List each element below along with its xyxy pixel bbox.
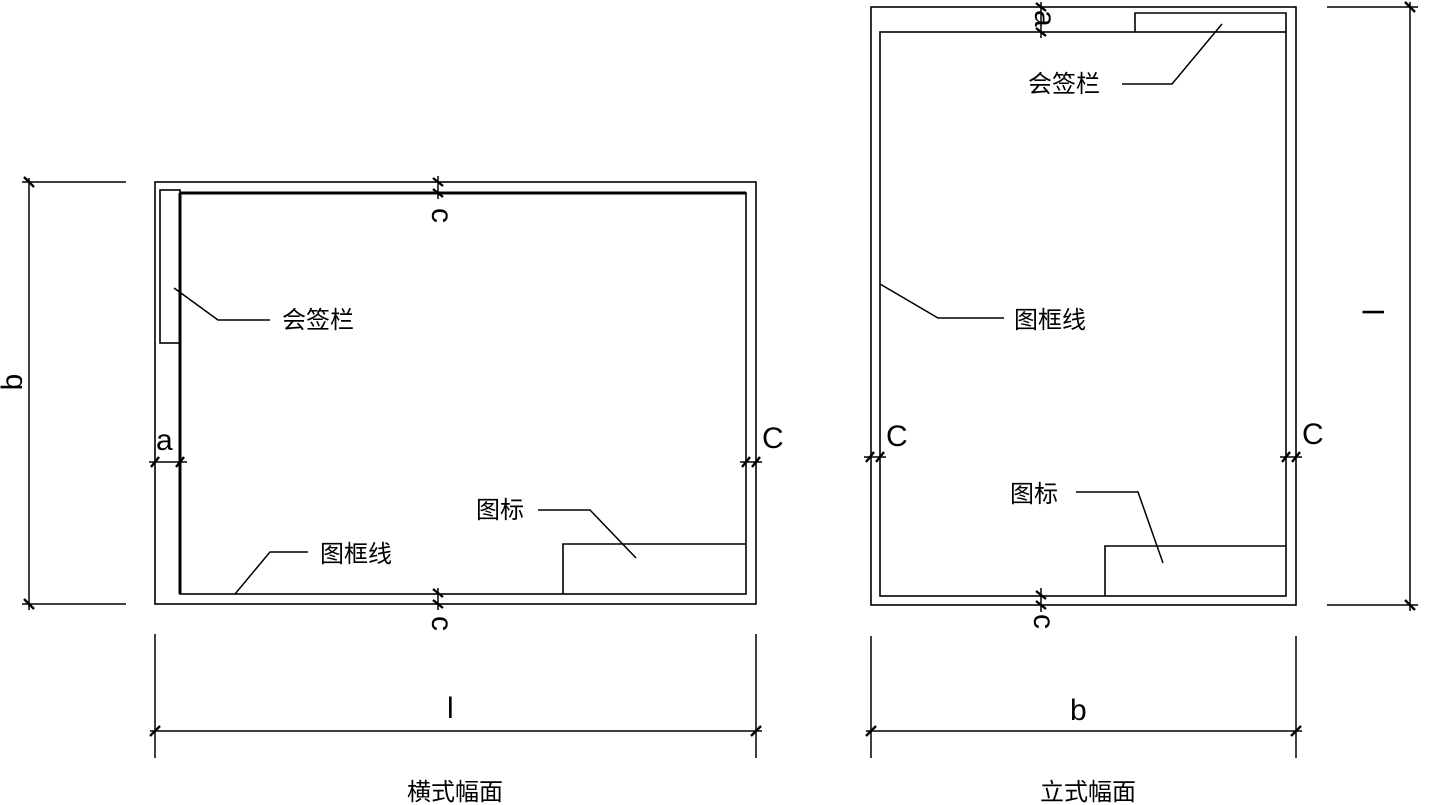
portrait-frame-line-label: 图框线 [1014, 306, 1086, 334]
landscape-title-leader [538, 509, 637, 559]
landscape-width-label: l [447, 692, 454, 725]
portrait-height-label: l [1358, 309, 1391, 316]
landscape-a-tick1 [150, 456, 160, 468]
portrait-a-tick1 [1035, 2, 1047, 12]
landscape-caption: 横式幅面 [407, 778, 503, 805]
landscape-width-tick-left [149, 725, 161, 737]
landscape-frame-leader [234, 551, 308, 595]
landscape-sign-block-label: 会签栏 [282, 306, 354, 334]
portrait-frame-line [879, 31, 1287, 597]
landscape-c-right-tick2 [751, 456, 761, 468]
landscape-paper-edge [154, 181, 757, 605]
portrait-title-block-label: 图标 [1010, 480, 1058, 508]
portrait-title-block [1104, 545, 1286, 596]
landscape-sign-block [159, 189, 181, 344]
landscape-c-top-label: c [425, 208, 458, 223]
portrait-width-tick-left [865, 725, 877, 737]
portrait-c-bottom-label: c [1027, 614, 1060, 629]
landscape-frame-line [179, 192, 747, 595]
portrait-caption: 立式幅面 [1040, 778, 1136, 805]
portrait-format: 会签栏 图框线 图标 a C C c l [864, 1, 1418, 805]
portrait-height-tick-bottom [1404, 599, 1416, 611]
portrait-sign-leader [1122, 23, 1223, 85]
portrait-c-right-label: C [1302, 418, 1324, 451]
landscape-title-block [562, 543, 746, 594]
portrait-c-left-tick1 [865, 451, 875, 463]
portrait-c-right-tick1 [1281, 451, 1291, 463]
landscape-c-bottom-label: c [425, 616, 458, 631]
landscape-a-label: a [156, 424, 173, 457]
portrait-c-bottom-tick2 [1035, 600, 1047, 610]
portrait-width-label: b [1070, 694, 1087, 727]
landscape-height-label: b [0, 374, 29, 391]
portrait-c-right-tick2 [1291, 451, 1301, 463]
portrait-frame-leader [879, 283, 1004, 319]
landscape-height-tick-top [23, 176, 35, 188]
landscape-frame-line-label: 图框线 [320, 540, 392, 568]
landscape-title-block-label: 图标 [476, 496, 524, 524]
portrait-sign-block-label: 会签栏 [1028, 70, 1100, 98]
portrait-paper-edge [870, 6, 1297, 606]
landscape-c-right-tick1 [741, 456, 751, 468]
landscape-c-right-label: C [762, 422, 784, 455]
landscape-a-tick2 [175, 456, 185, 468]
landscape-format: 会签栏 图框线 图标 c c a C b [0, 176, 784, 805]
portrait-title-leader [1076, 491, 1164, 564]
portrait-c-left-label: C [886, 420, 908, 453]
portrait-a-tick2 [1035, 27, 1047, 37]
portrait-a-label: a [1028, 10, 1061, 27]
portrait-c-left-tick2 [875, 451, 885, 463]
portrait-width-tick-right [1290, 725, 1302, 737]
landscape-height-tick-bottom [23, 598, 35, 610]
landscape-sign-leader [173, 287, 270, 321]
portrait-c-bottom-tick1 [1035, 590, 1047, 600]
landscape-width-tick-right [750, 725, 762, 737]
portrait-sign-block [1134, 12, 1287, 32]
portrait-height-tick-top [1404, 1, 1416, 13]
